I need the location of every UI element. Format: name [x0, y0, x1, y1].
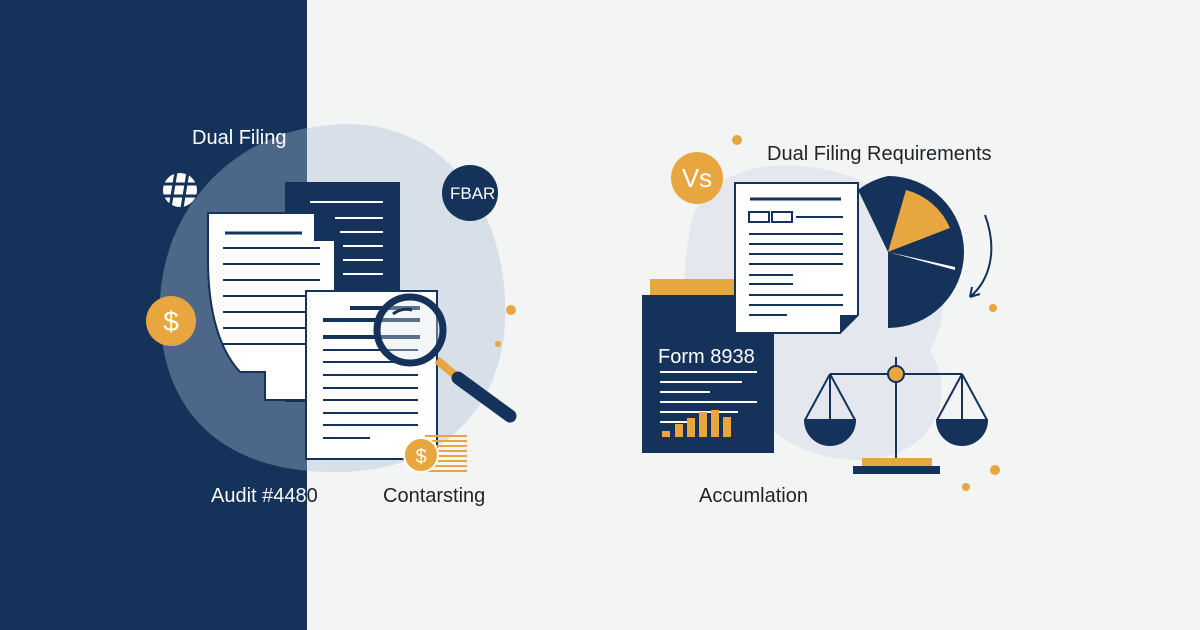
fbar-badge-circle	[442, 165, 498, 221]
audit-label: Audit #4480	[211, 485, 318, 507]
decor-dot	[495, 341, 501, 347]
svg-text:$: $	[415, 446, 426, 468]
left-title: Dual Filing	[192, 127, 287, 149]
dollar-coin-icon: $	[146, 296, 196, 346]
accumulation-label: Accumlation	[699, 485, 808, 507]
fbar-badge: FBAR	[450, 184, 496, 203]
decor-dot	[506, 305, 516, 315]
right-title: Dual Filing Requirements	[767, 143, 992, 165]
form-folder	[642, 279, 774, 453]
scales-icon	[803, 357, 989, 474]
form-label: Form 8938	[658, 346, 755, 368]
hash-globe-icon	[163, 171, 197, 209]
curved-arrow-icon	[969, 214, 993, 298]
bar-chart-icon	[662, 410, 731, 437]
pie-chart-icon	[858, 176, 964, 328]
magnifier-icon	[373, 293, 517, 423]
front-document	[305, 290, 438, 460]
vs-badge-circle	[671, 152, 723, 204]
coin-stack-icon: $	[403, 435, 467, 473]
document-icon	[734, 182, 859, 334]
decor-dot	[962, 483, 970, 491]
decor-dot	[732, 135, 742, 145]
decor-dot	[990, 465, 1000, 475]
svg-text:$: $	[163, 306, 179, 337]
contrasting-label: Contarsting	[383, 485, 486, 507]
vs-badge: Vs	[681, 163, 713, 193]
decor-dot	[989, 304, 997, 312]
